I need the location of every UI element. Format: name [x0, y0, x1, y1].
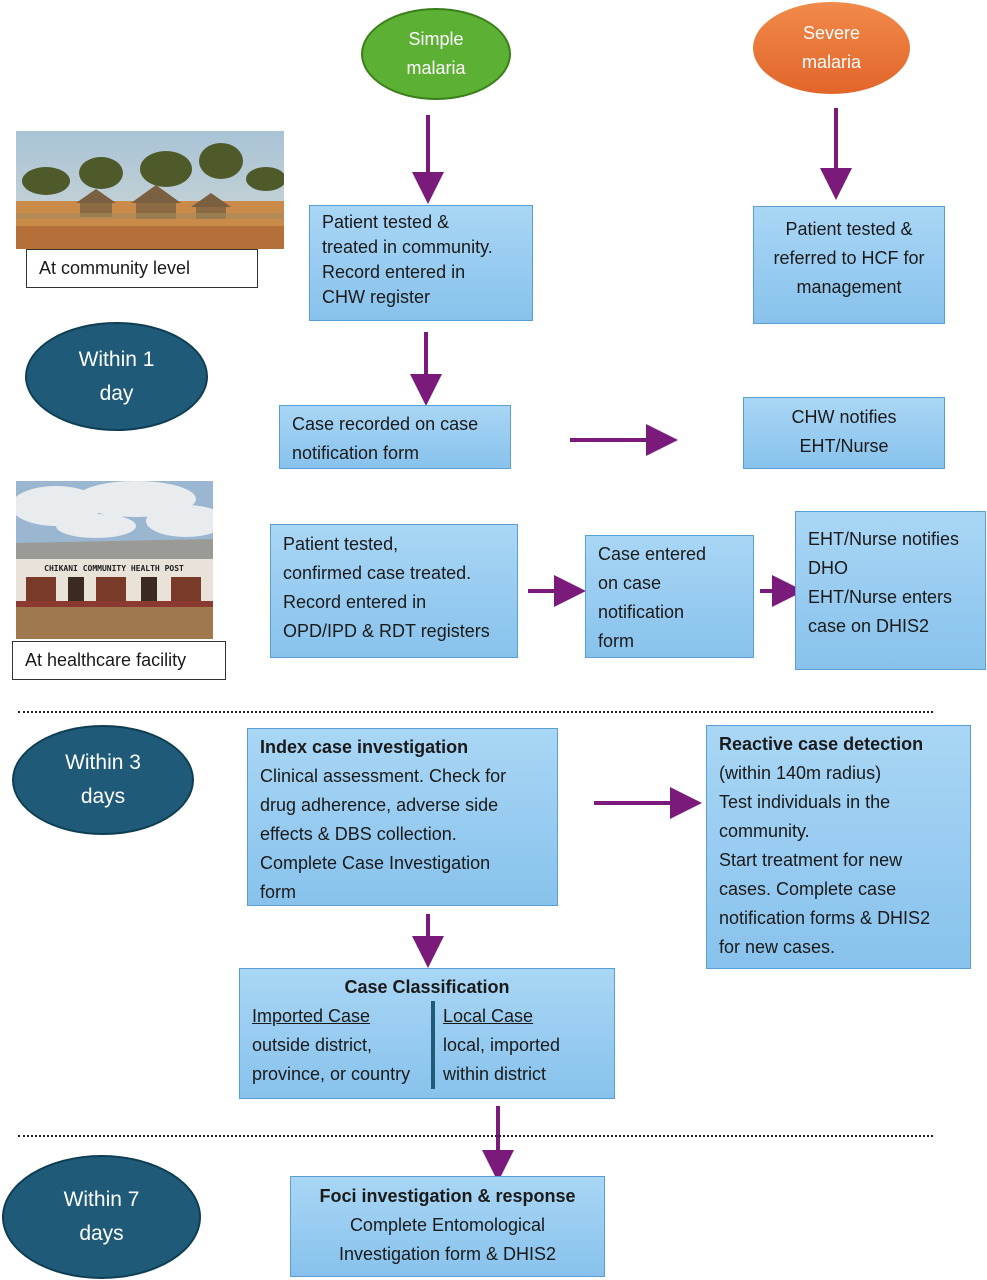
community-test-box: Patient tested & treated in community. R…	[309, 205, 533, 321]
facility-test-box: Patient tested, confirmed case treated. …	[270, 524, 518, 658]
svg-text:CHIKANI COMMUNITY HEALTH POST: CHIKANI COMMUNITY HEALTH POST	[44, 564, 184, 573]
community-photo	[16, 131, 284, 249]
reactive-case-box: Reactive case detection (within 140m rad…	[706, 725, 971, 969]
case-entered-box: Case entered on case notification form	[585, 535, 754, 658]
classification-divider	[431, 1001, 435, 1089]
separator-1	[18, 711, 933, 713]
community-level-label: At community level	[26, 249, 258, 288]
facility-photo: CHIKANI COMMUNITY HEALTH POST	[16, 481, 213, 639]
case-recorded-box: Case recorded on case notification form	[279, 405, 511, 469]
foci-investigation-box: Foci investigation & response Complete E…	[290, 1176, 605, 1277]
eht-notifies-box: EHT/Nurse notifies DHO EHT/Nurse enters …	[795, 511, 986, 670]
separator-2	[18, 1135, 933, 1137]
case-classification-box: Case Classification Imported Case outsid…	[239, 968, 615, 1099]
severe-test-box: Patient tested & referred to HCF for man…	[753, 206, 945, 324]
index-case-box: Index case investigation Clinical assess…	[247, 728, 558, 906]
chw-notifies-box: CHW notifies EHT/Nurse	[743, 397, 945, 469]
healthcare-facility-label: At healthcare facility	[12, 641, 226, 680]
